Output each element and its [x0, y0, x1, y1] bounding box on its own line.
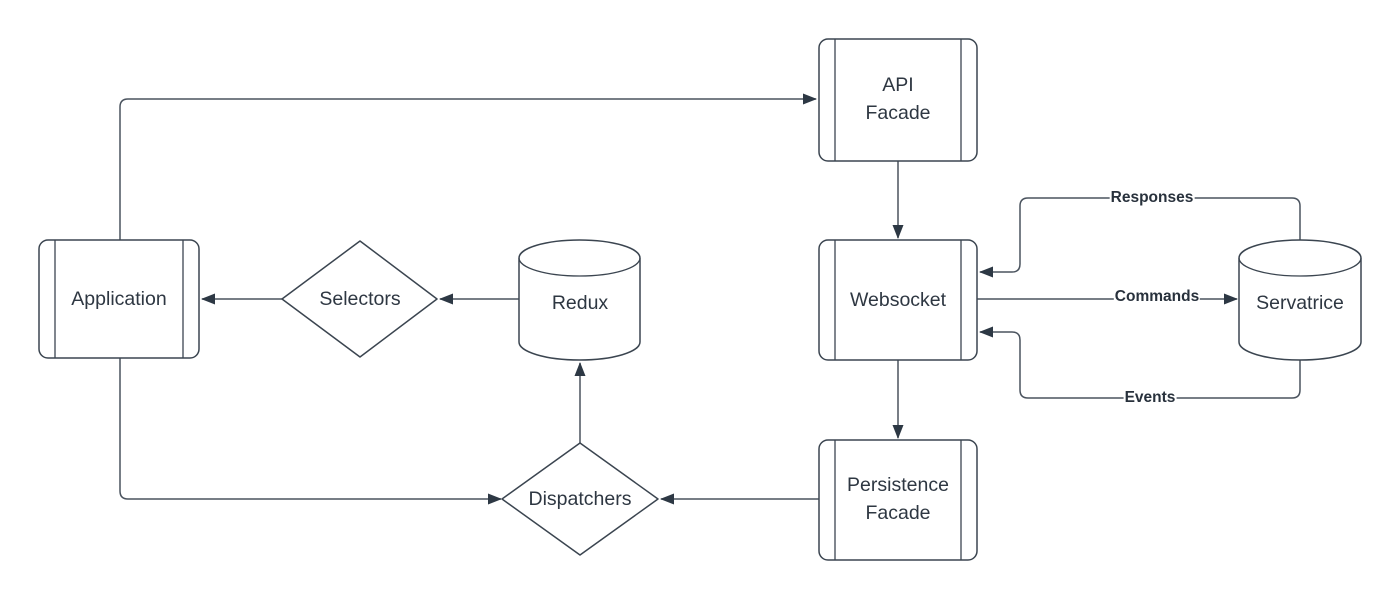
node-label-websocket: Websocket	[849, 289, 947, 311]
node-persistence-facade	[818, 439, 978, 561]
edge-application-to-api-facade	[119, 93, 817, 240]
node-label-dispatchers: Dispatchers	[528, 488, 632, 510]
node-api-facade	[818, 38, 978, 162]
node-label-api-facade: API Facade	[865, 71, 930, 127]
edge-label-commands: Commands	[1113, 288, 1201, 306]
edge-label-responses: Responses	[1109, 189, 1195, 207]
edge-responses-servatrice-to-websocket	[979, 197, 1301, 278]
node-label-persistence-facade-line1: Persistence	[847, 474, 949, 496]
node-selectors	[281, 240, 438, 358]
node-redux	[518, 239, 641, 361]
node-label-api-facade-line2: Facade	[865, 102, 931, 124]
node-label-selectors: Selectors	[319, 288, 401, 310]
edge-label-events: Events	[1123, 389, 1177, 407]
node-dispatchers	[501, 442, 659, 556]
node-servatrice	[1238, 239, 1362, 361]
node-label-redux: Redux	[551, 292, 609, 314]
edge-events-servatrice-to-websocket	[979, 326, 1301, 399]
node-websocket	[818, 239, 978, 361]
node-label-persistence-facade: Persistence Facade	[847, 471, 949, 527]
node-label-application: Application	[71, 288, 167, 310]
node-label-persistence-facade-line2: Facade	[865, 502, 931, 524]
edge-application-to-dispatchers	[119, 358, 502, 505]
node-application	[38, 239, 200, 359]
node-label-api-facade-line1: API	[882, 74, 914, 96]
node-label-servatrice: Servatrice	[1256, 292, 1344, 314]
